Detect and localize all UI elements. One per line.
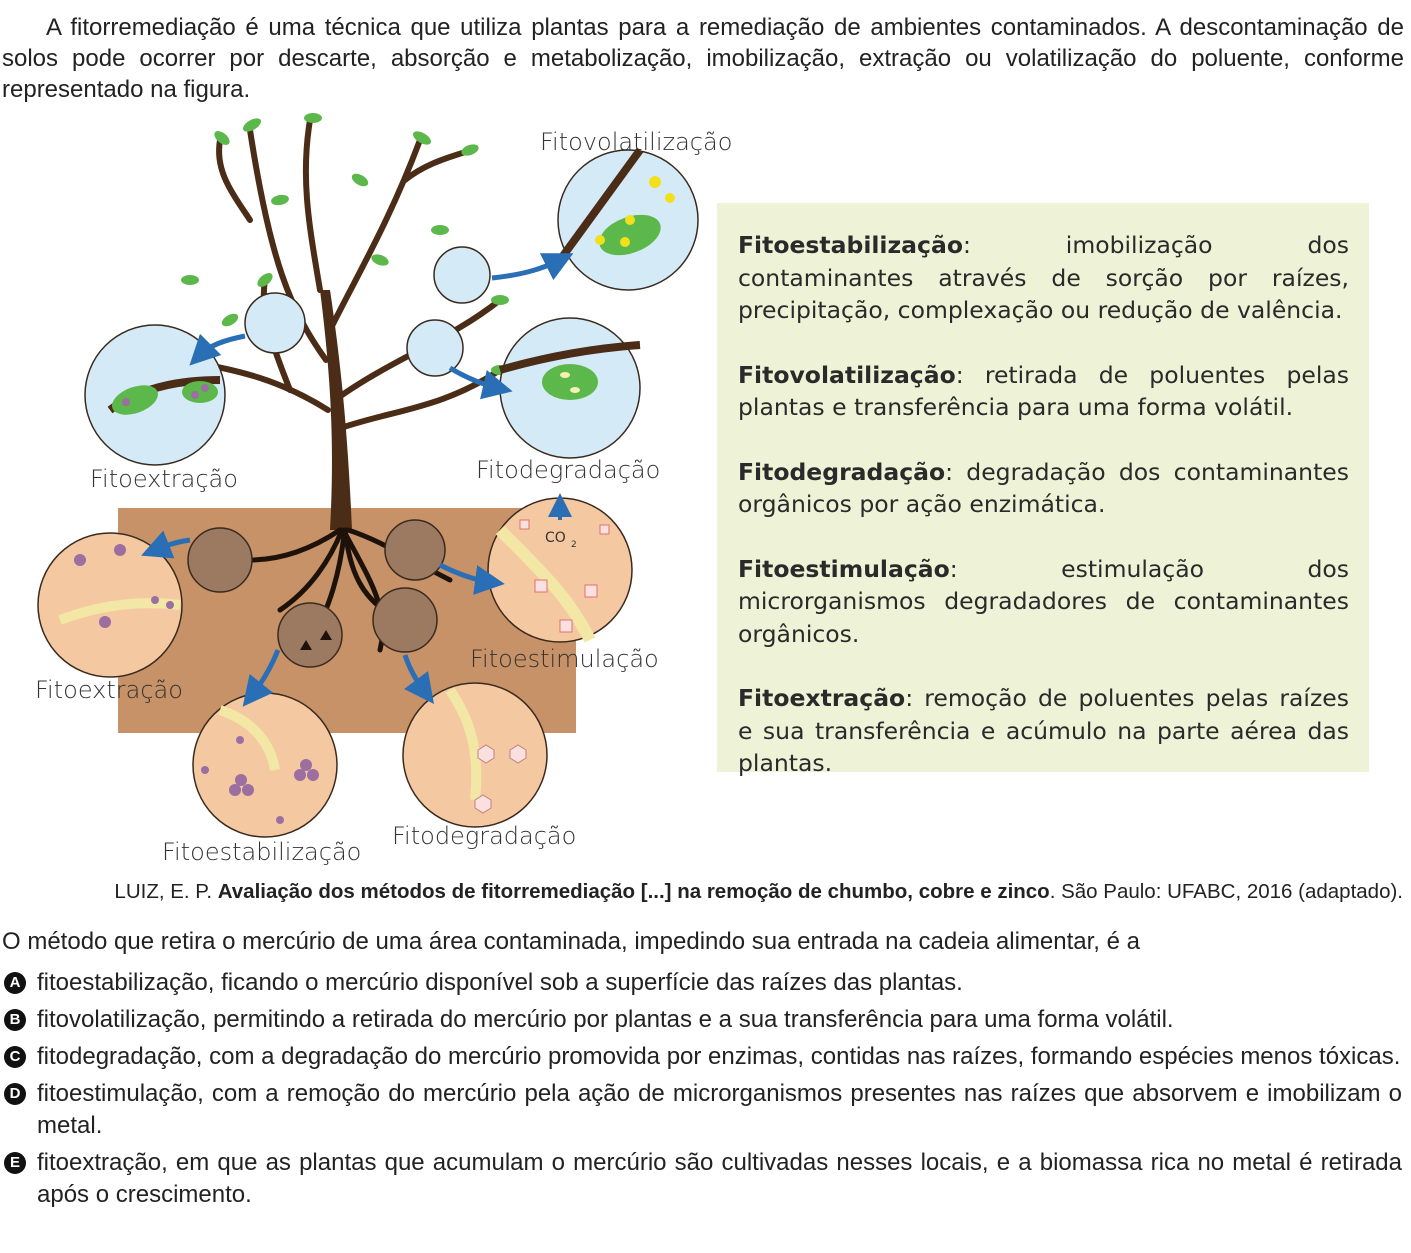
definitions-box: Fitoestabilização: imobilização dos cont… (717, 203, 1369, 777)
option-text: fitovolatilização, permitindo a retirada… (37, 1006, 1174, 1033)
definition-fitovolatilizacao: Fitovolatilização: retirada de poluentes… (738, 359, 1349, 424)
intro-paragraph: A fitorremediação é uma técnica que util… (2, 12, 1404, 105)
definition-fitoestabilizacao: Fitoestabilização: imobilização dos cont… (738, 229, 1349, 327)
source-author: LUIZ, E. P. (114, 880, 218, 903)
tree-trunk (320, 290, 352, 530)
option-letter-b: B (4, 1009, 26, 1031)
definition-term: Fitovolatilização (738, 360, 956, 389)
zoom-circle-leaf-mid-right (406, 319, 464, 377)
option-text: fitoestabilização, ficando o mercúrio di… (37, 969, 963, 996)
definition-text: : imobilização dos contaminantes através… (738, 231, 1349, 324)
co2-subscript: 2 (571, 540, 577, 550)
label-fitoextracao-top: Fitoextração (90, 465, 238, 493)
zoom-circle-leaf-small-left (244, 292, 306, 354)
option-letter-c: C (4, 1046, 26, 1068)
definition-text: : degradação dos contaminantes orgânicos… (738, 457, 1349, 519)
intro-text: A fitorremediação é uma técnica que util… (2, 14, 1404, 103)
source-rest: . São Paulo: UFABC, 2016 (adaptado). (1049, 880, 1403, 903)
label-fitovolatilizacao: Fitovolatilização (540, 128, 733, 156)
definition-term: Fitoestabilização (738, 231, 963, 259)
option-text: fitoestimulação, com a remoção do mercúr… (37, 1080, 1402, 1139)
phytoremediation-figure: CO 2 Fitovolatilização Fitoextração Fito… (30, 110, 732, 870)
root-zoom-circle-bottom-left (277, 602, 343, 668)
definition-term: Fitoestimulação (738, 554, 950, 583)
label-fitoextracao-root: Fitoextração (35, 676, 183, 704)
source-title: Avaliação dos métodos de fitorremediação… (217, 880, 1050, 903)
label-fitodegradacao-root: Fitodegradação (392, 822, 577, 850)
option-letter-e: E (4, 1152, 26, 1174)
definition-fitodegradacao: Fitodegradação: degradação dos contamina… (738, 456, 1349, 521)
question-stem: O método que retira o mercúrio de uma ár… (2, 928, 1141, 955)
root-zoom-circle-left (187, 527, 253, 593)
root-zoom-circle-right-top (384, 519, 446, 581)
root-zoom-circle-bottom-right (372, 587, 438, 653)
definition-fitoextracao: Fitoextração: remoção de poluentes pelas… (738, 682, 1349, 780)
label-fitoestimulacao: Fitoestimulação (470, 645, 659, 673)
option-letter-a: A (4, 972, 26, 994)
definition-fitoestimulacao: Fitoestimulação: estimulação dos microrg… (738, 553, 1349, 651)
label-fitoestabilizacao: Fitoestabilização (162, 838, 362, 866)
definition-term: Fitoextração (738, 684, 906, 712)
tree-illustration: CO 2 (37, 113, 699, 838)
option-text: fitodegradação, com a degradação do merc… (37, 1043, 1401, 1070)
zoom-circle-fitoestabilizacao (192, 692, 338, 838)
definition-text: : retirada de poluentes pelas plantas e … (738, 360, 1349, 422)
source-citation: LUIZ, E. P. Avaliação dos métodos de fit… (114, 880, 1403, 904)
definition-text: : estimulação dos microrganismos degrada… (738, 554, 1349, 648)
label-fitodegradacao-top: Fitodegradação (476, 456, 661, 484)
definition-term: Fitodegradação (738, 457, 946, 486)
option-text: fitoextração, em que as plantas que acum… (37, 1149, 1402, 1208)
zoom-circle-leaf-small-right (433, 246, 491, 304)
definition-text: : remoção de poluentes pelas raízes e su… (738, 684, 1349, 777)
co2-label: CO (545, 530, 566, 546)
option-letter-d: D (4, 1083, 26, 1105)
